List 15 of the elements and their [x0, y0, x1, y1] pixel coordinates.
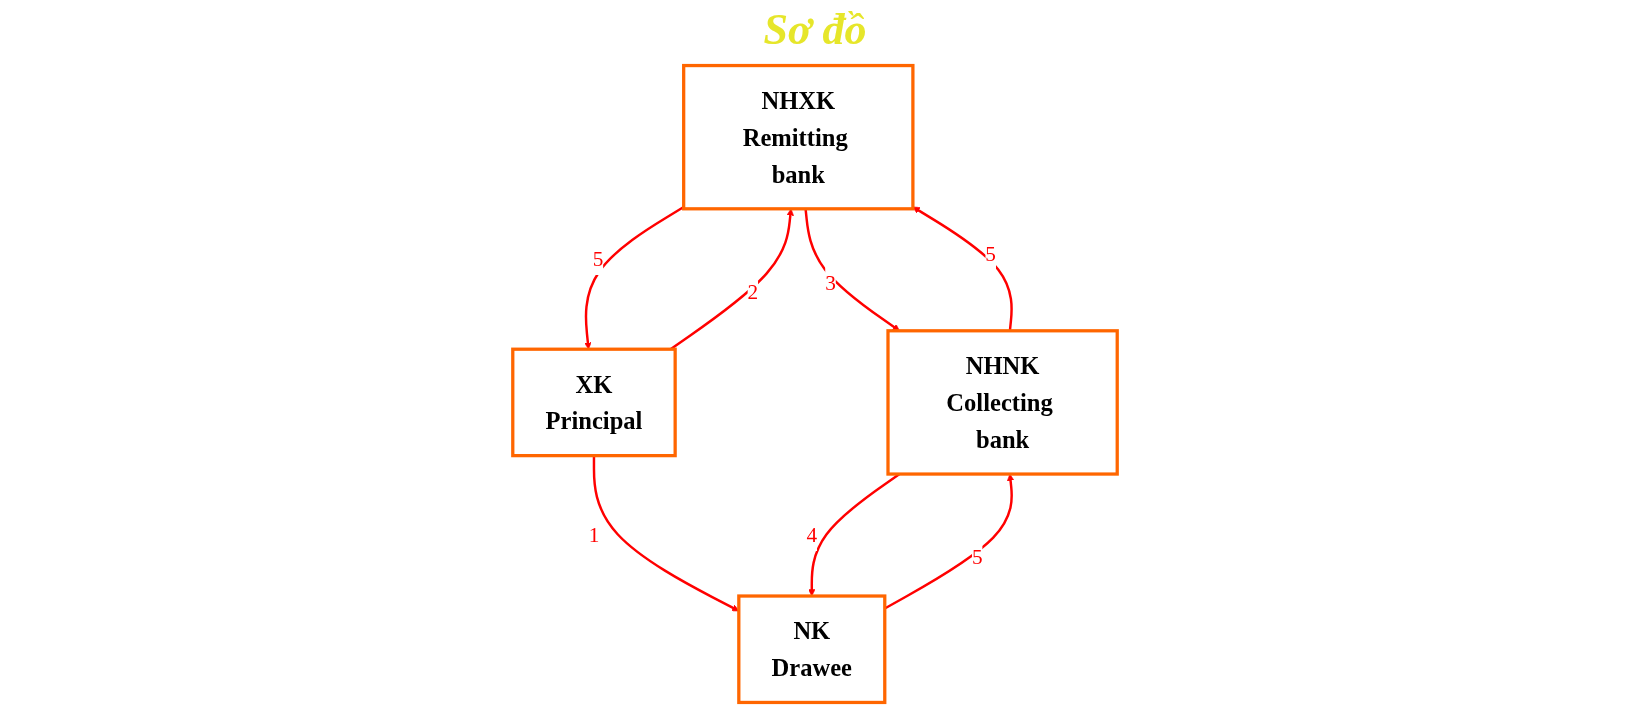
edge-label: 1 — [588, 523, 600, 547]
edge-label: 5 — [971, 544, 983, 569]
edge-label: 4 — [806, 523, 818, 547]
edge-label: 3 — [825, 270, 836, 295]
node-box: XK Principal — [511, 347, 677, 458]
edge-label: 5 — [592, 247, 604, 271]
node-box: NHXK Remitting bank — [682, 63, 915, 211]
edge-label: 5 — [985, 242, 997, 267]
diagram-title: Sơ đồ — [762, 4, 868, 55]
arrow — [912, 206, 1013, 331]
edge-label: 2 — [747, 280, 759, 304]
arrow — [584, 205, 685, 350]
node-box: NHNK Collecting bank — [886, 329, 1119, 476]
node-box: NK Drawee — [737, 594, 887, 705]
arrow — [669, 208, 794, 351]
